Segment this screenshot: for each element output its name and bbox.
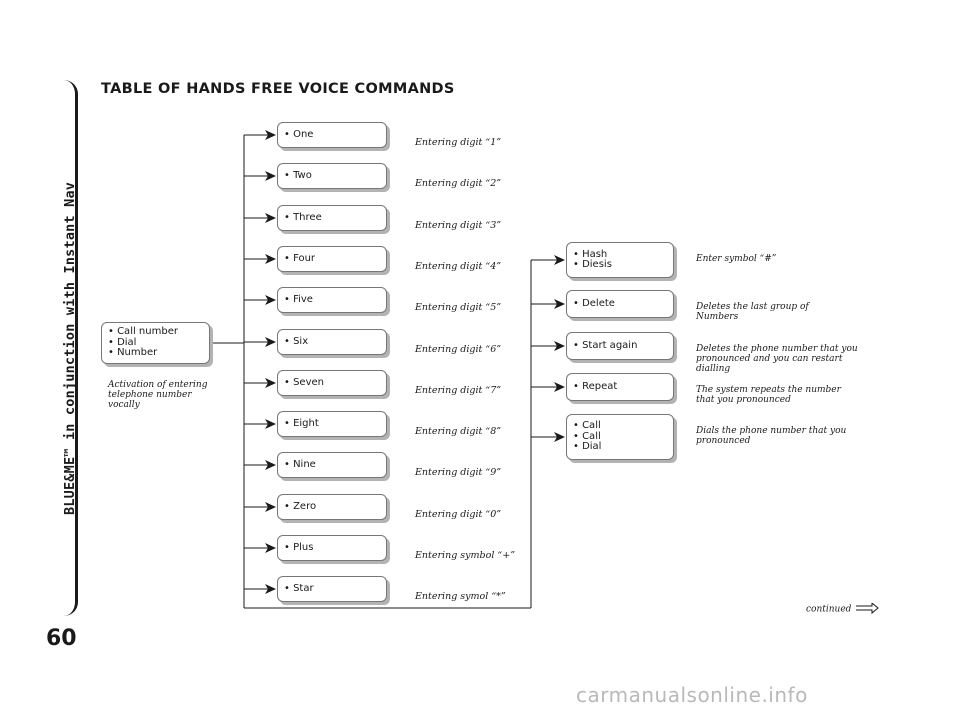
source-line: • Number xyxy=(108,347,158,359)
digit-command-description: Entering digit “8” xyxy=(415,426,502,437)
action-command-label: • Diesis xyxy=(573,259,612,270)
digit-command-description: Entering digit “5” xyxy=(415,302,502,313)
digit-command-label: • Nine xyxy=(284,458,316,470)
action-command-label: • Start again xyxy=(573,339,638,351)
arrow-icon xyxy=(554,299,565,309)
action-command-box: • Hash• Diesis xyxy=(566,242,674,278)
arrow-icon xyxy=(265,460,276,470)
arrow-icon xyxy=(554,432,565,442)
digit-command-box: • Star xyxy=(277,576,387,602)
arrow-icon xyxy=(554,382,565,392)
digit-command-label: • Zero xyxy=(284,500,317,512)
page-number: 60 xyxy=(46,626,77,651)
arrow-icon xyxy=(265,419,276,429)
continued-arrow-icon xyxy=(856,601,880,615)
digit-command-box: • Seven xyxy=(277,370,387,396)
digit-command-box: • Zero xyxy=(277,494,387,520)
digit-command-description: Entering digit “6” xyxy=(415,344,502,355)
digit-command-label: • Star xyxy=(284,582,314,594)
digit-command-box: • Three xyxy=(277,205,387,231)
arrow-icon xyxy=(265,213,276,223)
arrow-icon xyxy=(554,341,565,351)
arrow-icon xyxy=(265,254,276,264)
action-command-label: • Repeat xyxy=(573,380,618,392)
digit-command-label: • Seven xyxy=(284,376,324,388)
digit-command-box: • Five xyxy=(277,287,387,313)
arrow-icon xyxy=(265,584,276,594)
action-command-description: Enter symbol “#” xyxy=(696,254,777,264)
arrow-icon xyxy=(265,502,276,512)
source-line: • Call number xyxy=(108,326,178,338)
digit-command-box: • Eight xyxy=(277,411,387,437)
arrow-icon xyxy=(265,130,276,140)
page-margin-bracket xyxy=(56,80,78,616)
arrow-icon xyxy=(265,378,276,388)
digit-command-description: Entering digit “9” xyxy=(415,467,502,478)
digit-command-label: • One xyxy=(284,128,314,140)
arrow-icon xyxy=(265,295,276,305)
action-command-label: • Call xyxy=(573,420,601,432)
digit-command-label: • Five xyxy=(284,293,313,305)
arrow-icon xyxy=(265,543,276,553)
digit-command-description: Entering digit “2” xyxy=(415,178,502,189)
action-command-box: • Call• Call• Dial xyxy=(566,414,674,460)
source-description: Activation of entering telephone number … xyxy=(108,380,208,410)
digit-command-label: • Two xyxy=(284,169,312,181)
action-command-box: • Repeat xyxy=(566,373,674,401)
page-title: TABLE OF HANDS FREE VOICE COMMANDS xyxy=(101,81,455,97)
digit-command-description: Entering digit “0” xyxy=(415,509,502,520)
arrow-icon xyxy=(265,337,276,347)
action-command-label: • Delete xyxy=(573,297,615,309)
continued-label: continued xyxy=(806,601,880,615)
digit-command-box: • Two xyxy=(277,163,387,189)
arrow-icon xyxy=(265,171,276,181)
digit-command-box: • Nine xyxy=(277,452,387,478)
digit-command-description: Entering symol “*” xyxy=(415,591,506,602)
action-command-label: • Call xyxy=(573,430,601,442)
digit-command-description: Entering digit “7” xyxy=(415,385,502,396)
digit-command-description: Entering symbol “+” xyxy=(415,550,516,561)
source-line: • Dial xyxy=(108,336,137,348)
digit-command-box: • One xyxy=(277,122,387,148)
arrow-icon xyxy=(554,255,565,265)
digit-command-description: Entering digit “4” xyxy=(415,261,502,272)
action-command-box: • Start again xyxy=(566,332,674,360)
digit-command-label: • Four xyxy=(284,252,316,264)
action-command-label: • Hash xyxy=(573,248,608,260)
action-command-label: • Dial xyxy=(573,441,602,453)
digit-command-description: Entering digit “1” xyxy=(415,137,502,148)
digit-command-label: • Plus xyxy=(284,541,314,553)
digit-command-label: • Three xyxy=(284,211,322,223)
digit-command-box: • Plus xyxy=(277,535,387,561)
action-command-box: • Delete xyxy=(566,290,674,318)
digit-command-box: • Six xyxy=(277,329,387,355)
digit-command-description: Entering digit “3” xyxy=(415,220,502,231)
watermark: carmanualsonline.info xyxy=(576,683,808,707)
digit-command-label: • Eight xyxy=(284,417,319,429)
digit-command-label: • Six xyxy=(284,335,309,347)
call-number-command-box: • Call number • Dial • Number xyxy=(101,322,210,364)
digit-command-box: • Four xyxy=(277,246,387,272)
